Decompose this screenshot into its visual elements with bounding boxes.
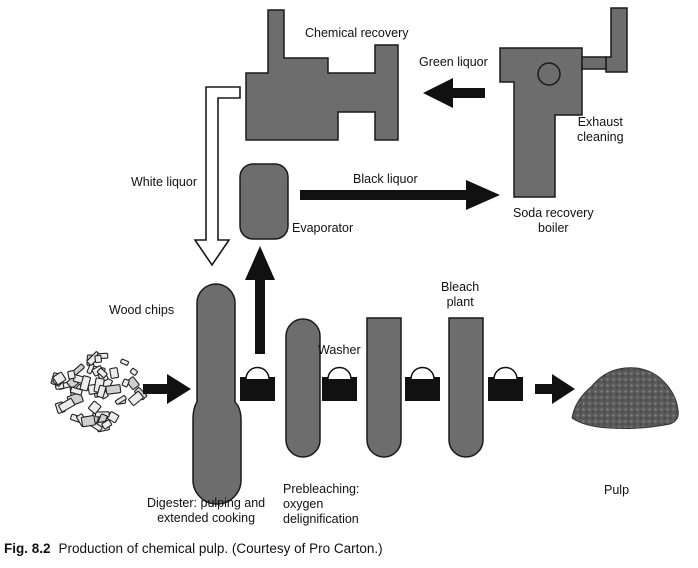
washer-2 [322,366,357,401]
wood-chip [67,370,76,380]
evaporator [239,163,289,240]
wood-chips-pile [50,351,148,433]
label-exhaust-cleaning: Exhaust cleaning [577,115,624,144]
washer-3 [405,366,440,401]
black-liquor-arrow [300,180,500,210]
wood-chip [101,419,113,430]
bleach-tower-1 [366,317,402,458]
label-chemical-recovery: Chemical recovery [305,26,409,40]
wood-chip [96,367,108,379]
label-white-liquor: White liquor [131,175,197,189]
feed-arrow [143,374,191,404]
label-pulp: Pulp [604,483,630,497]
wood-chip [121,378,130,388]
label-green-liquor: Green liquor [419,55,488,69]
prebleaching-tower [285,318,321,458]
output-arrow [535,374,575,404]
pulp-process-diagram [50,7,679,505]
wood-chip [120,358,130,366]
chemical-recovery-unit [245,9,399,141]
pulp-pile [571,367,679,429]
soda-recovery-boiler [499,47,583,198]
wood-chip [109,367,120,379]
wood-chip [105,384,122,395]
label-prebleaching: Prebleaching: oxygen delignification [283,482,360,526]
caption-text: Production of chemical pulp. (Courtesy o… [58,541,383,556]
exhaust-duct [581,56,607,70]
label-wood-chips: Wood chips [109,303,175,317]
wood-chip [126,376,140,390]
green-liquor-arrow [423,78,485,108]
label-black-liquor: Black liquor [353,172,418,186]
wood-chip [79,375,92,392]
wood-chip [69,386,83,396]
label-bleach-plant: Bleach plant [441,280,480,309]
wood-chip [52,371,67,386]
white-liquor-arrow [193,86,241,267]
label-soda-recovery-boiler: Soda recovery boiler [513,206,594,235]
wood-chip [80,415,96,428]
label-digester: Digester: pulping and extended cooking [147,496,266,525]
digester [192,283,242,505]
bleach-tower-2 [448,317,484,458]
boiler-drum [537,62,561,86]
wood-chip [94,354,103,364]
figure-caption: Fig. 8.2 Production of chemical pulp. (Co… [4,541,383,556]
wood-chip [96,384,107,399]
figure-number: Fig. 8.2 [4,541,51,556]
label-washer: Washer [318,343,361,357]
up-arrow [245,246,275,354]
label-evaporator: Evaporator [292,221,354,235]
exhaust-cleaning-stack [605,7,628,73]
wood-chip [128,390,144,406]
wood-chip [88,400,102,415]
washer-4 [488,366,523,401]
wood-chip [114,395,127,405]
wood-chip [58,397,76,413]
washer-1 [240,366,275,401]
wood-chip [129,367,138,376]
